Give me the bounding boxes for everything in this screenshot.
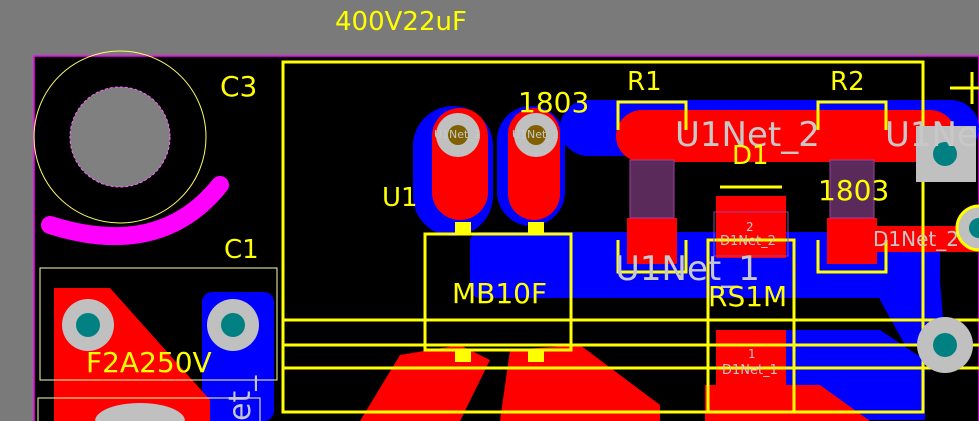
hole-right-edge	[969, 218, 979, 238]
d1-body	[713, 211, 789, 257]
net-label-vertical: et_	[223, 375, 258, 421]
hole-right-top	[933, 142, 957, 166]
top-right-plus	[950, 72, 979, 104]
label-r1-value: 1803	[518, 86, 589, 119]
r2-outline[interactable]	[816, 100, 888, 274]
pad-right-edge[interactable]	[955, 204, 979, 252]
pad-net-d1-1: D1Net_1	[722, 363, 778, 378]
label-fuse: F2A250V	[86, 346, 212, 379]
hole-c1-a	[76, 313, 100, 337]
hole-right-mid	[933, 333, 957, 357]
label-c3: C3	[220, 70, 257, 103]
label-c1: C1	[224, 235, 259, 265]
board-outline	[33, 55, 979, 421]
u1-pin-3	[455, 350, 471, 362]
label-d1: D1	[732, 141, 769, 171]
label-rs1m: RS1M	[708, 280, 787, 313]
net-label-u1net2-b: U1Net_2	[885, 115, 979, 155]
top-trace-bridge-left[interactable]	[360, 345, 490, 421]
c3-capacitor[interactable]	[33, 50, 229, 246]
pad-net-u1-b: U1Net_2	[512, 128, 559, 141]
silkscreen-layer	[37, 60, 979, 421]
c1-outline	[39, 267, 278, 381]
d1-outline[interactable]	[706, 238, 796, 414]
pad-net-d1-2: D1Net_2	[720, 234, 776, 249]
hole-u1-a	[448, 125, 468, 145]
net-label-u1net1: U1Net_1	[615, 249, 760, 289]
net-label-d1net2-right: D1Net_2	[873, 227, 959, 251]
u1-pin-2	[528, 222, 544, 234]
c3-outline	[33, 50, 207, 224]
label-400v22uf: 400V22uF	[335, 7, 467, 37]
pad-number-d1-2: 2	[746, 220, 754, 234]
net-label-u1net2-a: U1Net_2	[675, 115, 820, 155]
silkscreen-text: 400V22uF C3 C1 U1 MB10F R1 R2 1803 1803 …	[86, 7, 889, 379]
u1-pin-1	[455, 222, 471, 234]
bottom-trace-horizontal[interactable]	[470, 232, 940, 298]
label-r2-value: 1803	[818, 174, 889, 207]
resistor-bodies	[629, 159, 875, 257]
fuse-outline	[37, 397, 261, 421]
r1-outline[interactable]	[616, 100, 688, 274]
label-r2: R2	[830, 67, 865, 97]
c3-polarity-arc	[41, 176, 229, 246]
u1-body-outline[interactable]	[423, 232, 573, 352]
top-pad-d1-2[interactable]	[716, 196, 786, 258]
c3-pad[interactable]	[69, 86, 171, 188]
net-labels: U1Net_2 U1Net_2 U1Net_1 et_ D1Net_2 U1Ne…	[223, 115, 979, 421]
pad-fuse-bottom[interactable]	[95, 403, 185, 421]
hole-c1-b	[221, 313, 245, 337]
label-mb10f: MB10F	[452, 277, 547, 310]
top-trace-bridge-right[interactable]	[500, 345, 660, 421]
top-trace-net2[interactable]	[616, 110, 956, 162]
r1-body	[629, 159, 675, 219]
top-pad-r1-bottom[interactable]	[627, 218, 677, 264]
r2-body	[829, 159, 875, 219]
top-pad-r2-bottom[interactable]	[827, 218, 877, 264]
u1-pin-4	[528, 350, 544, 362]
label-u1: U1	[382, 183, 418, 213]
through-hole-pads	[62, 113, 979, 421]
label-r1: R1	[627, 67, 662, 97]
pad-number-d1-1: 1	[748, 347, 756, 361]
outline-main	[281, 60, 925, 414]
top-pad-d1-1[interactable]	[716, 330, 786, 388]
hole-u1-b	[526, 125, 546, 145]
pad-net-u1-a: U1Net_1	[434, 128, 481, 141]
